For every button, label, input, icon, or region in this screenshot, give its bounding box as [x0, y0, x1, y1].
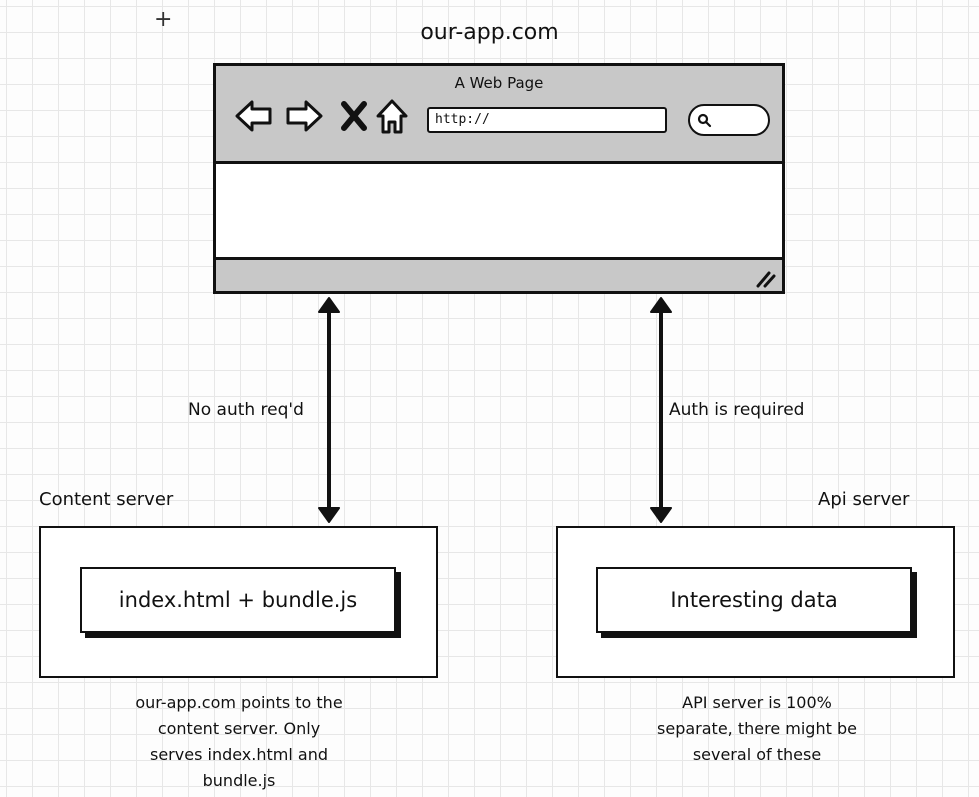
close-icon[interactable]: [340, 99, 368, 133]
content-server-note-line: content server. Only: [157, 719, 321, 738]
browser-window: A Web Page http://: [213, 63, 785, 294]
content-server-note-line: serves index.html and: [150, 745, 328, 764]
search-icon: [697, 113, 712, 128]
api-server-note-line: API server is 100%: [682, 693, 832, 712]
content-server-note-line: our-app.com points to the: [135, 693, 343, 712]
api-server-note: API server is 100% separate, there might…: [597, 690, 917, 768]
api-link-arrow: [650, 297, 672, 523]
content-server-note-line: bundle.js: [202, 771, 276, 790]
api-server-title: Api server: [818, 489, 910, 510]
browser-toolbar: A Web Page http://: [216, 66, 782, 164]
api-link-label: Auth is required: [669, 400, 805, 420]
content-server-files: index.html + bundle.js: [80, 567, 396, 633]
content-link-label: No auth req'd: [188, 400, 304, 420]
api-server-box: Interesting data: [556, 526, 955, 678]
back-arrow-icon[interactable]: [234, 96, 274, 136]
forward-arrow-icon[interactable]: [284, 96, 324, 136]
search-field[interactable]: [688, 104, 770, 136]
site-title: our-app.com: [420, 20, 559, 45]
plus-cursor-icon: +: [154, 7, 173, 32]
content-link-arrow: [318, 297, 340, 523]
browser-page-title: A Web Page: [454, 74, 544, 92]
content-server-title: Content server: [39, 489, 174, 510]
api-server-note-line: separate, there might be: [657, 719, 857, 738]
resize-handle-icon[interactable]: [754, 267, 776, 289]
content-server-box: index.html + bundle.js: [39, 526, 438, 678]
api-server-note-line: several of these: [692, 745, 822, 764]
browser-statusbar: [216, 257, 782, 291]
content-server-note: our-app.com points to the content server…: [79, 690, 399, 794]
home-icon[interactable]: [374, 96, 410, 136]
url-input[interactable]: http://: [427, 107, 667, 133]
api-server-data: Interesting data: [596, 567, 912, 633]
